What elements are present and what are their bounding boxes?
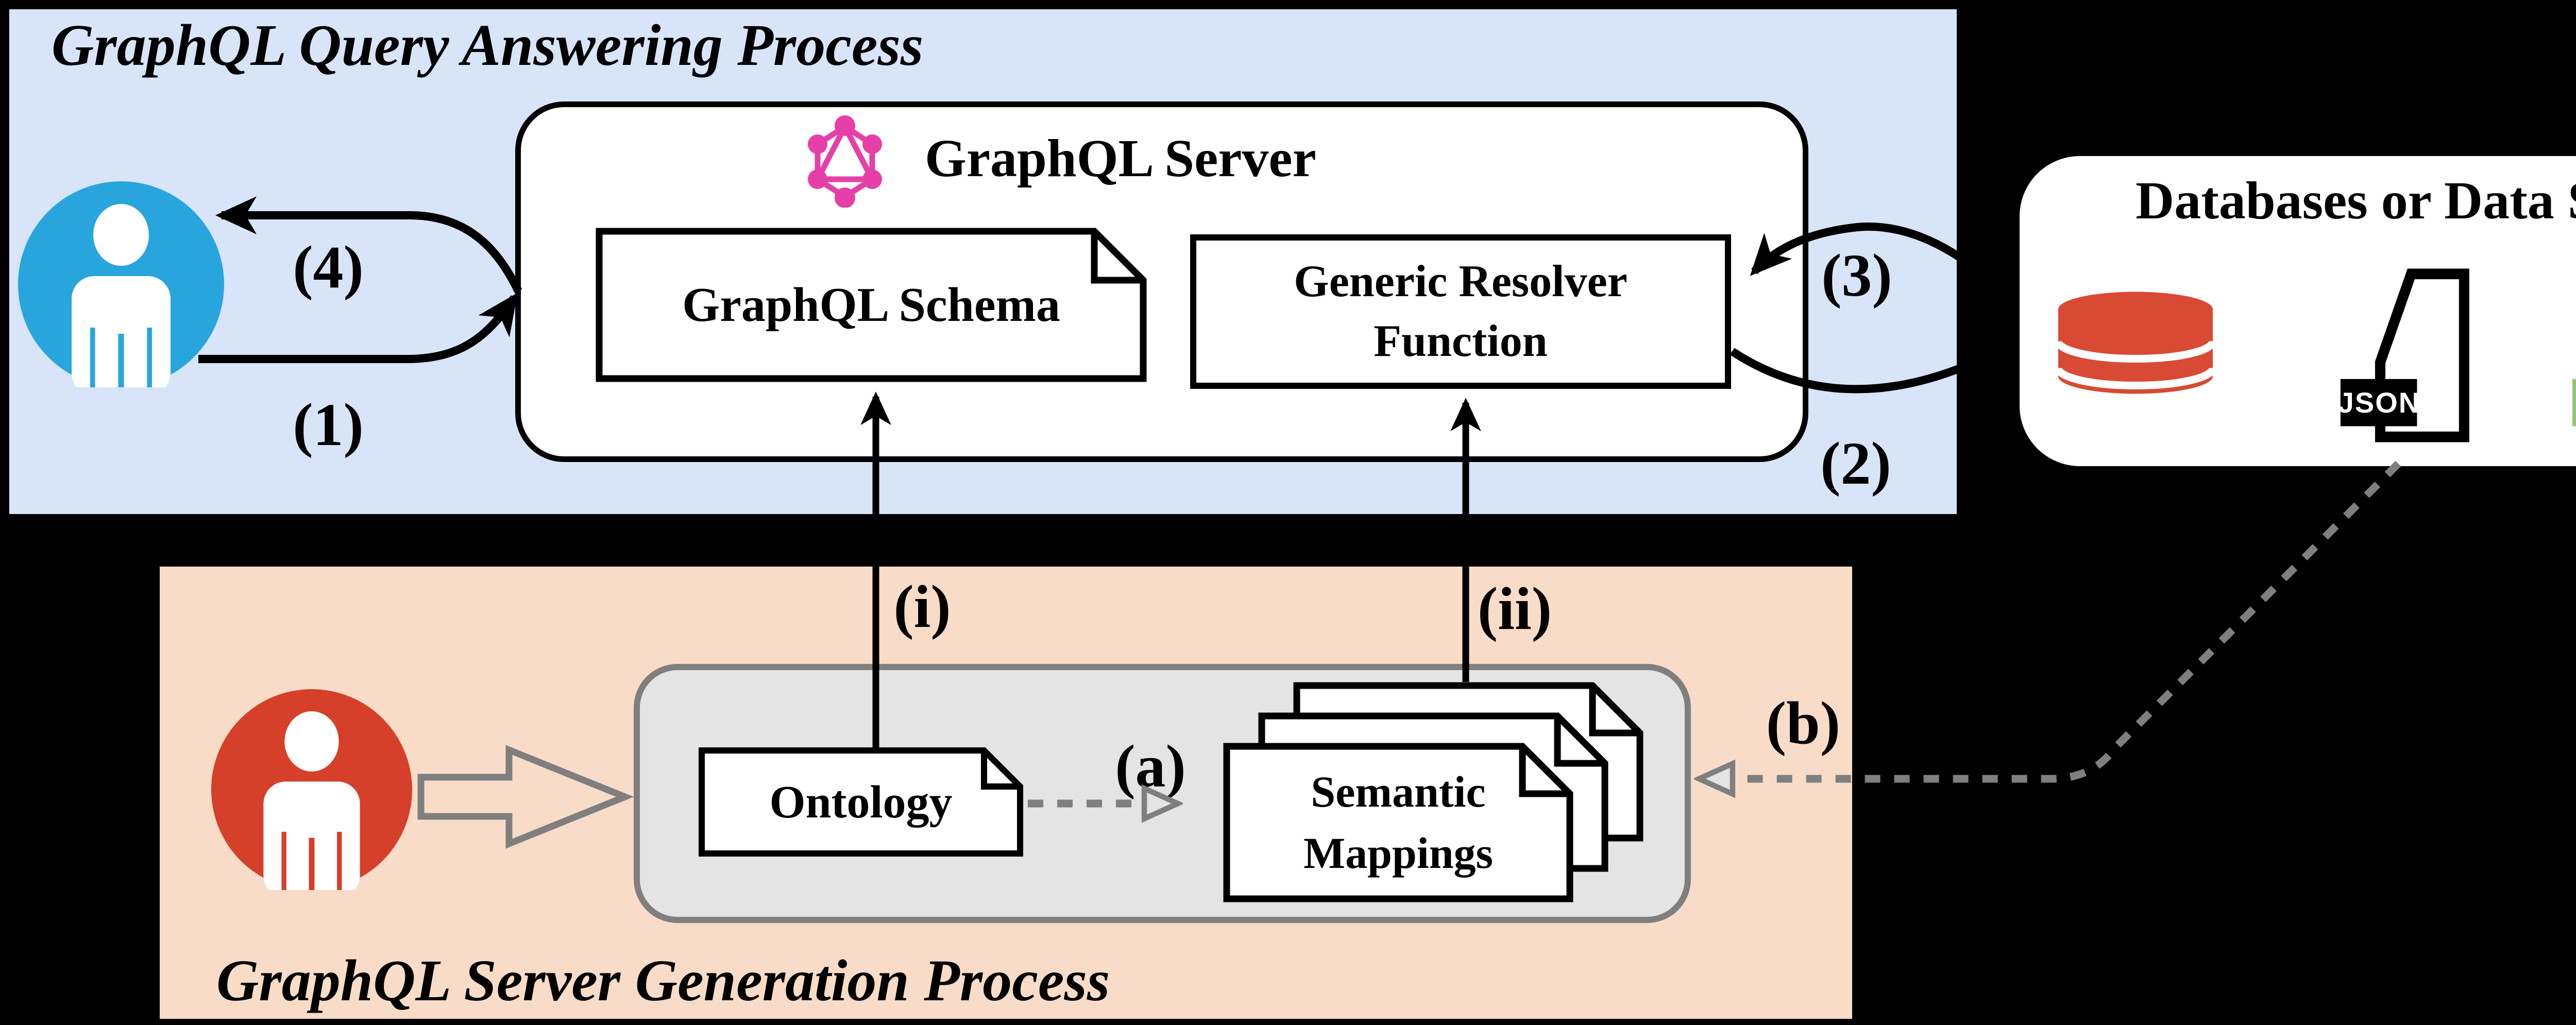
- step-label-i: (i): [893, 573, 951, 640]
- graphql-schema-label: GraphQL Schema: [682, 278, 1060, 332]
- semantic-mappings-node: Semantic Mappings: [1223, 743, 1573, 902]
- step-label-4: (4): [293, 233, 364, 301]
- resolver-label-line1: Generic Resolver: [1294, 256, 1628, 306]
- resolver-label-line2: Function: [1374, 316, 1548, 366]
- generic-resolver-node: Generic Resolver Function: [1190, 234, 1731, 389]
- json-file-icon: JSON: [2337, 268, 2494, 443]
- generation-panel-title: GraphQL Server Generation Process: [216, 948, 1110, 1013]
- step-label-1: (1): [293, 391, 364, 458]
- semantic-mappings-label: Semantic Mappings: [1223, 743, 1573, 902]
- step-label-a: (a): [1115, 732, 1186, 800]
- step-label-2: (2): [1820, 430, 1891, 497]
- step-label-b: (b): [1766, 689, 1841, 757]
- data-sources-title: Databases or Data Sets: [2136, 171, 2576, 230]
- database-cylinder-icon: [2056, 288, 2215, 409]
- json-badge-label: JSON: [2337, 386, 2421, 419]
- query-panel-title: GraphQL Query Answering Process: [52, 12, 924, 78]
- csv-badge-label: CSV: [2571, 379, 2576, 425]
- step-label-3: (3): [1821, 242, 1892, 309]
- user-person-icon: [18, 181, 224, 387]
- mappings-label-line2: Mappings: [1303, 828, 1494, 878]
- ontology-node: Ontology: [699, 747, 1023, 857]
- csv-file-icon: CSV: [2571, 268, 2576, 443]
- mappings-label-line1: Semantic: [1311, 767, 1486, 817]
- graphql-logo-icon: [801, 112, 889, 208]
- engineer-person-icon: [211, 689, 412, 890]
- step-label-ii: (ii): [1477, 575, 1552, 642]
- ontology-label: Ontology: [769, 776, 953, 828]
- graphql-schema-node: GraphQL Schema: [596, 228, 1147, 382]
- graphql-server-title: GraphQL Server: [925, 129, 1316, 188]
